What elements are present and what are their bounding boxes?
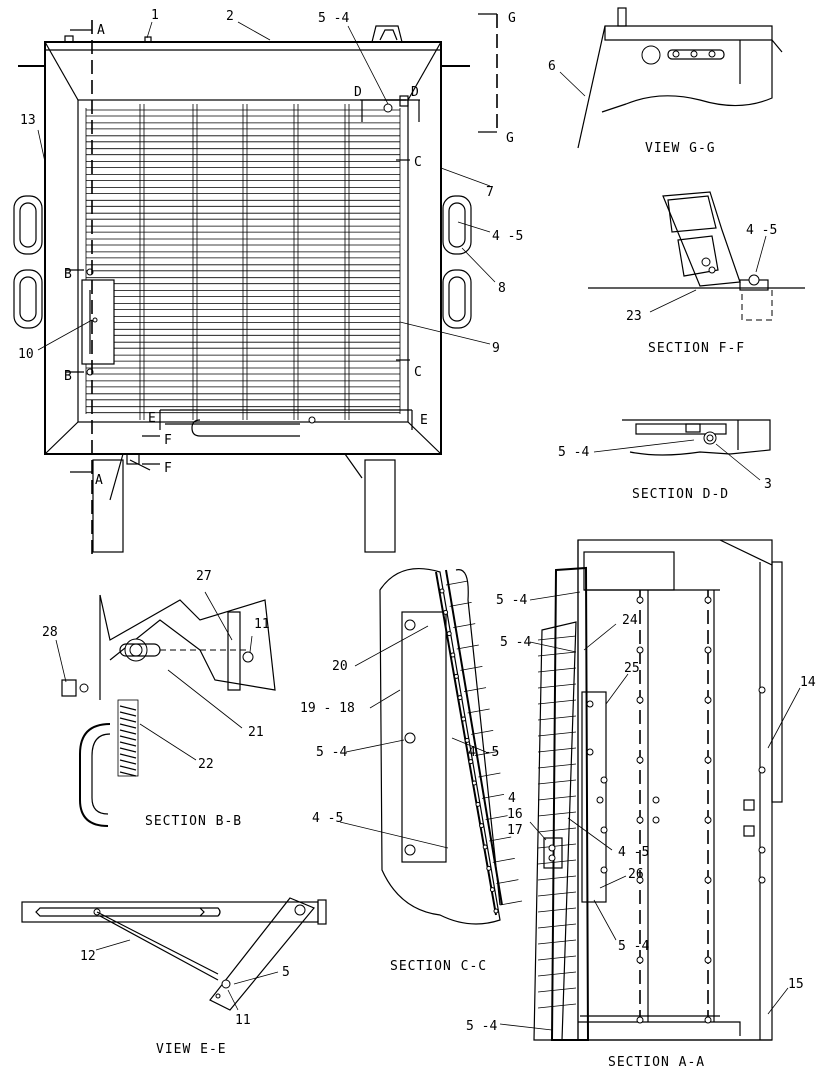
right-handle-upper xyxy=(442,195,472,255)
callout-4-5-aa: 4 -5 xyxy=(618,845,649,860)
right-leg xyxy=(364,459,396,553)
left-handle-upper xyxy=(13,195,43,255)
callout-5-4-aa3: 5 -4 xyxy=(618,939,649,954)
callout-19-18: 19 - 18 xyxy=(300,701,355,716)
callout-8: 8 xyxy=(498,281,506,296)
section-ff xyxy=(588,191,805,321)
callout-4-5-ff: 4 -5 xyxy=(746,223,777,238)
caption-section-ff: SECTION F-F xyxy=(648,341,745,356)
marker-f-top: F xyxy=(164,433,173,448)
callout-4-5-cc1: 4 -5 xyxy=(468,745,499,760)
callout-23: 23 xyxy=(626,309,642,324)
marker-d-left: D xyxy=(354,85,363,100)
section-bb xyxy=(55,591,276,827)
callout-15: 15 xyxy=(788,977,804,992)
marker-c-top: C xyxy=(414,155,423,170)
marker-a-top: A xyxy=(97,23,106,38)
callout-9: 9 xyxy=(492,341,500,356)
marker-d-right: D xyxy=(411,85,420,100)
view-ee xyxy=(21,897,327,1011)
callout-11-bb: 11 xyxy=(254,617,270,632)
caption-section-dd: SECTION D-D xyxy=(632,487,729,502)
right-handle-lower xyxy=(442,269,472,329)
callout-7: 7 xyxy=(486,185,494,200)
latch-plate xyxy=(81,279,115,365)
callout-20: 20 xyxy=(332,659,348,674)
callout-26: 26 xyxy=(628,867,644,882)
marker-e-left: E xyxy=(148,411,157,426)
marker-b-top: B xyxy=(64,267,73,282)
callout-13: 13 xyxy=(20,113,36,128)
callout-16: 16 xyxy=(507,807,523,822)
callout-6: 6 xyxy=(548,59,556,74)
caption-section-bb: SECTION B-B xyxy=(145,814,242,829)
section-aa xyxy=(499,539,801,1041)
section-dd xyxy=(593,419,771,481)
callout-4-5-right: 4 -5 xyxy=(492,229,523,244)
callout-28: 28 xyxy=(42,625,58,640)
callout-10: 10 xyxy=(18,347,34,362)
callout-2: 2 xyxy=(226,9,234,24)
callout-5-4-dd: 5 -4 xyxy=(558,445,589,460)
callout-22: 22 xyxy=(198,757,214,772)
callout-21: 21 xyxy=(248,725,264,740)
caption-section-cc: SECTION C-C xyxy=(390,959,487,974)
callout-1: 1 xyxy=(151,8,159,23)
callout-5: 5 xyxy=(282,965,290,980)
section-cc xyxy=(339,568,523,925)
inner-panel xyxy=(77,99,409,423)
left-leg xyxy=(92,459,124,553)
marker-e-right: E xyxy=(420,413,429,428)
marker-f-bottom: F xyxy=(164,461,173,476)
callout-5-4-aa2: 5 -4 xyxy=(500,635,531,650)
left-handle-lower xyxy=(13,269,43,329)
marker-b-bottom: B xyxy=(64,369,73,384)
outer-frame xyxy=(44,41,442,455)
marker-c-bottom: C xyxy=(414,365,423,380)
callout-4: 4 xyxy=(508,791,516,806)
caption-section-aa: SECTION A-A xyxy=(608,1055,705,1070)
marker-g-top: G xyxy=(508,11,517,26)
louver-slats xyxy=(85,104,401,420)
callout-5-4-aa4: 5 -4 xyxy=(466,1019,497,1034)
marker-g-bottom: G xyxy=(506,131,515,146)
marker-a-bottom: A xyxy=(95,473,104,488)
callout-5-4-aa1: 5 -4 xyxy=(496,593,527,608)
callout-5-4-cc: 5 -4 xyxy=(316,745,347,760)
view-gg xyxy=(559,7,783,149)
callout-5-4-top: 5 -4 xyxy=(318,11,349,26)
main-front-view xyxy=(13,13,498,555)
callout-24: 24 xyxy=(622,613,638,628)
callout-12: 12 xyxy=(80,949,96,964)
callout-17: 17 xyxy=(507,823,523,838)
callout-4-5-cc2: 4 -5 xyxy=(312,811,343,826)
callout-11-ee: 11 xyxy=(235,1013,251,1028)
caption-view-gg: VIEW G-G xyxy=(645,141,716,156)
callout-3: 3 xyxy=(764,477,772,492)
callout-25: 25 xyxy=(624,661,640,676)
caption-view-ee: VIEW E-E xyxy=(156,1042,227,1057)
callout-27: 27 xyxy=(196,569,212,584)
callout-14: 14 xyxy=(800,675,816,690)
